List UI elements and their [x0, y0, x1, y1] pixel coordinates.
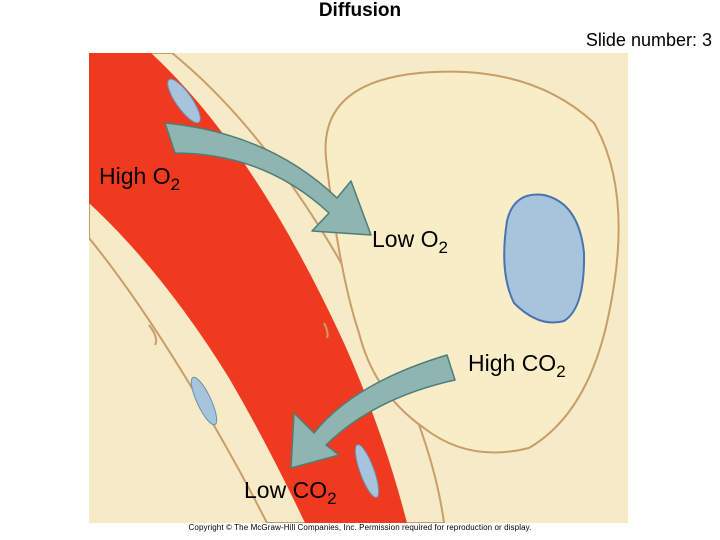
endothelial-nucleus	[167, 78, 201, 124]
label-high-co2: High CO2	[468, 350, 566, 381]
tissue-cell	[324, 70, 620, 454]
label-low-o2: Low O2	[372, 226, 448, 257]
label-high-o2: High O2	[99, 163, 181, 194]
endothelial-nucleus	[354, 444, 380, 498]
blood-lumen	[89, 53, 407, 523]
co2-arrow	[290, 354, 456, 469]
slide-number: Slide number: 3	[585, 30, 712, 50]
copyright-notice: Copyright © The McGraw-Hill Companies, I…	[188, 523, 532, 532]
oxygen-arrow	[164, 122, 372, 236]
cell-nucleus	[503, 193, 586, 324]
endothelial-nucleus	[190, 376, 218, 426]
label-low-co2: Low CO2	[244, 477, 337, 508]
cell-seam-lower	[148, 324, 158, 346]
cell-seam-upper	[323, 322, 329, 339]
diffusion-diagram	[89, 53, 628, 523]
slide-title: Diffusion	[318, 0, 402, 21]
